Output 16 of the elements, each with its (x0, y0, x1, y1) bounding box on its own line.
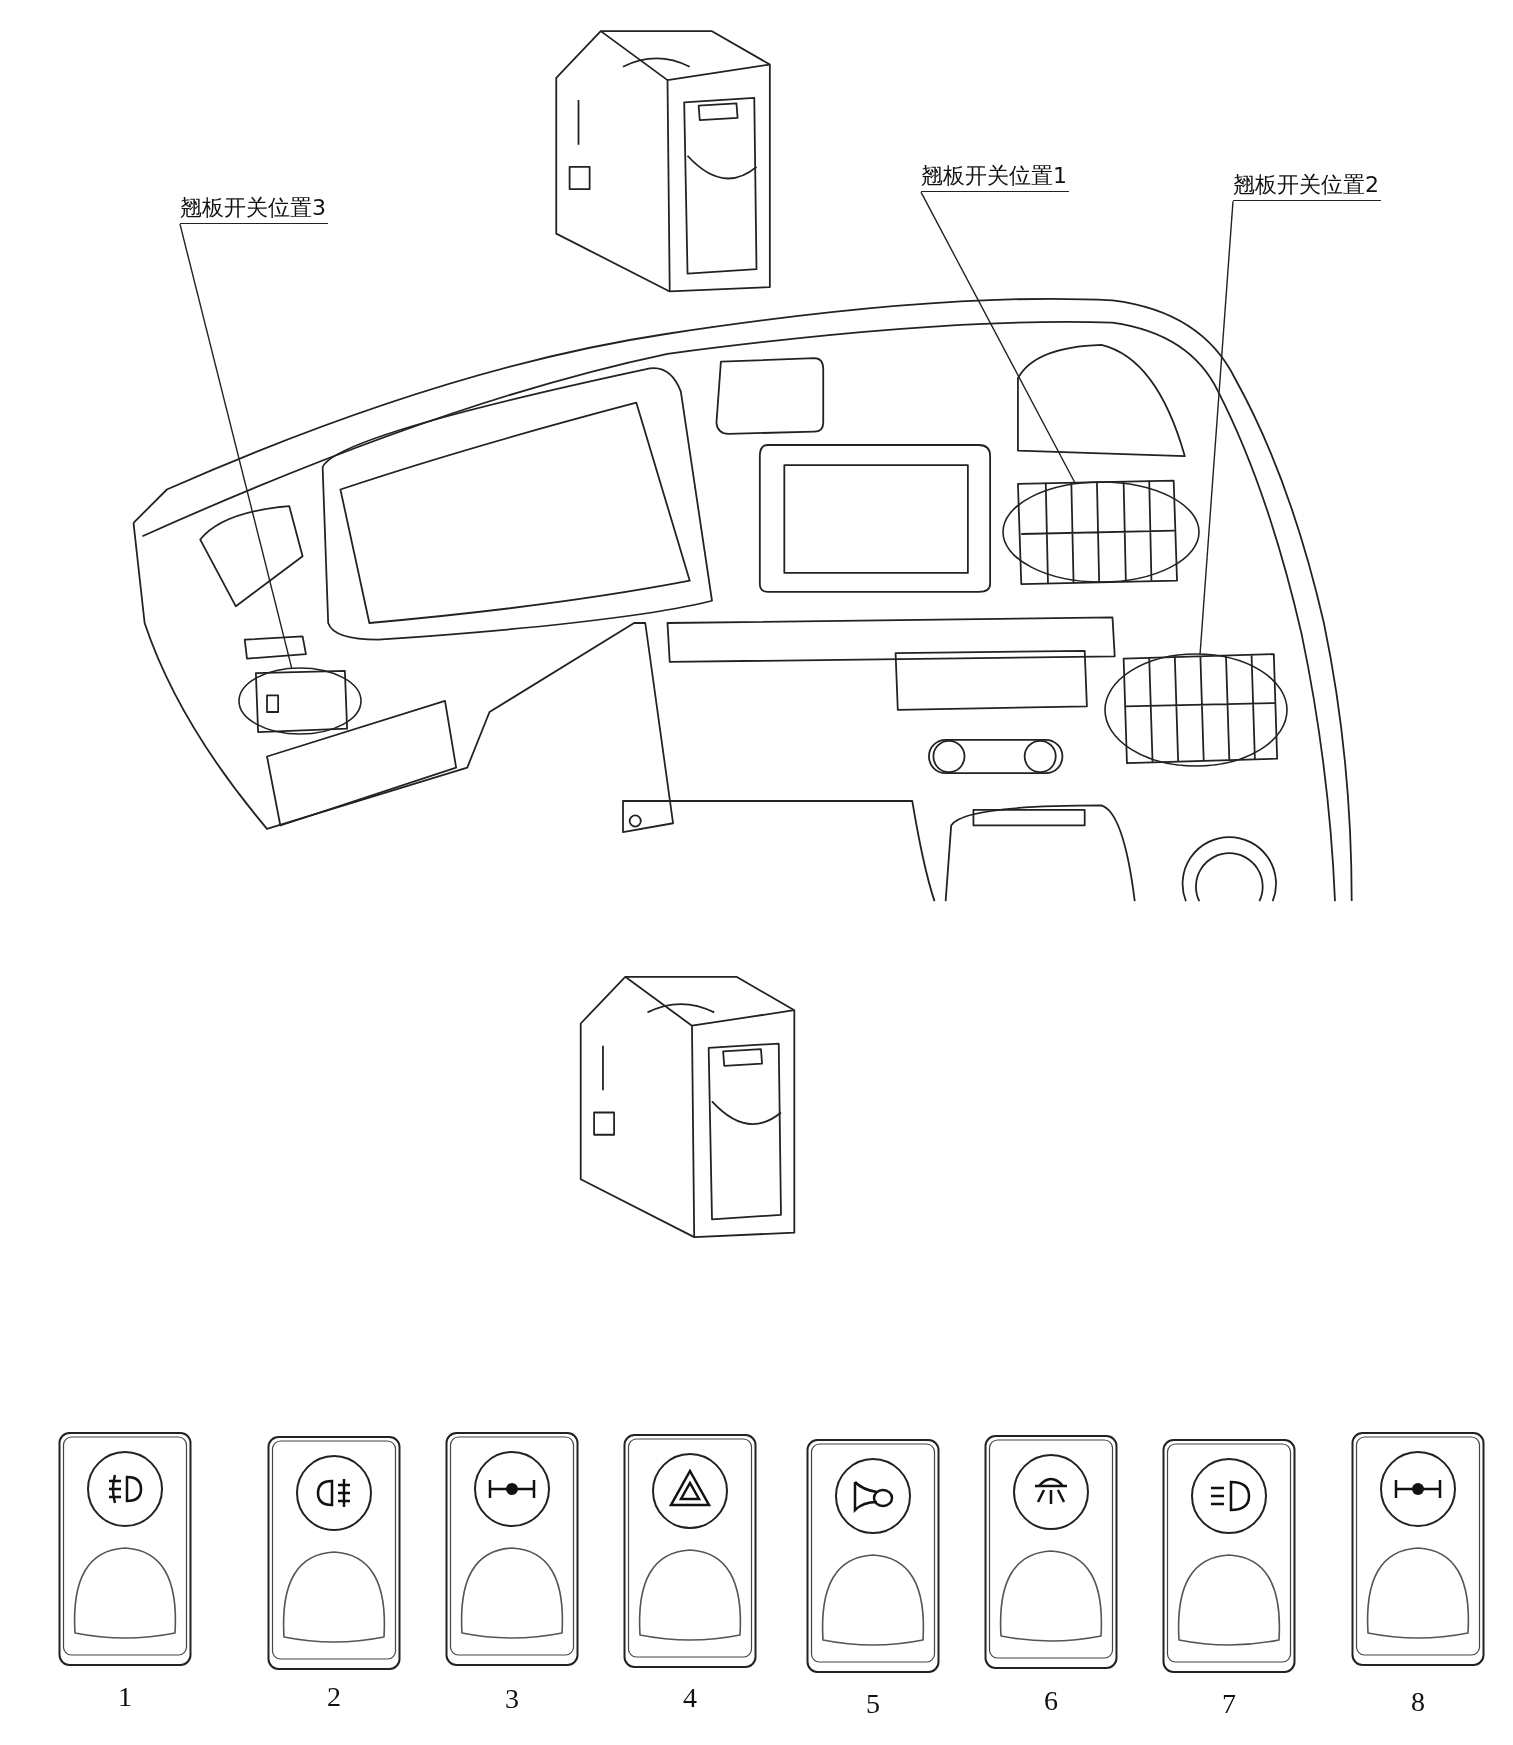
switch-number: 2 (327, 1683, 341, 1711)
highlight-ellipse (1001, 480, 1201, 584)
switch-number: 8 (1411, 1688, 1425, 1716)
callout-label: 翘板开关位置3 (180, 196, 328, 225)
leader-line (1199, 200, 1234, 655)
highlight-ellipse (237, 666, 363, 736)
callout-label: 翘板开关位置1 (921, 164, 1069, 193)
switch-number: 6 (1044, 1687, 1058, 1715)
highlight-ellipse (1103, 652, 1289, 768)
leader-line (920, 191, 1077, 485)
switch-number: 4 (683, 1684, 697, 1712)
switch-number: 1 (118, 1683, 132, 1711)
callout-label: 翘板开关位置2 (1233, 173, 1381, 202)
switch-number: 5 (866, 1690, 880, 1718)
switch-number: 7 (1222, 1690, 1236, 1718)
switch-number: 3 (505, 1685, 519, 1713)
